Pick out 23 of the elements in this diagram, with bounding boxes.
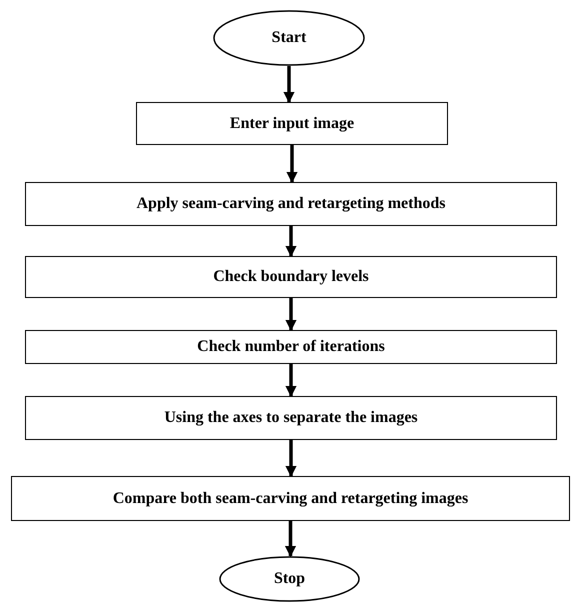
arrow bbox=[285, 226, 297, 258]
arrow bbox=[285, 440, 297, 478]
node-label: Start bbox=[272, 29, 306, 47]
node-label: Enter input image bbox=[230, 114, 354, 132]
node-label: Stop bbox=[274, 570, 306, 588]
arrow bbox=[286, 145, 298, 184]
node-label: Compare both seam-carving and retargeting images bbox=[112, 490, 468, 508]
process-box bbox=[11, 476, 570, 521]
terminal-ellipse bbox=[219, 556, 360, 602]
process-box bbox=[25, 256, 557, 298]
arrow bbox=[285, 364, 297, 398]
node-label: Check number of iterations bbox=[197, 338, 385, 356]
arrow bbox=[284, 521, 296, 558]
process-box bbox=[25, 396, 557, 440]
arrow bbox=[283, 66, 295, 104]
process-box bbox=[25, 330, 557, 364]
process-box bbox=[136, 102, 448, 145]
node-label: Check boundary levels bbox=[213, 268, 369, 286]
arrow bbox=[285, 298, 297, 332]
terminal-ellipse bbox=[213, 10, 365, 66]
node-label: Apply seam-carving and retargeting methods bbox=[136, 195, 446, 213]
node-label: Using the axes to separate the images bbox=[164, 409, 418, 427]
process-box bbox=[25, 182, 557, 226]
